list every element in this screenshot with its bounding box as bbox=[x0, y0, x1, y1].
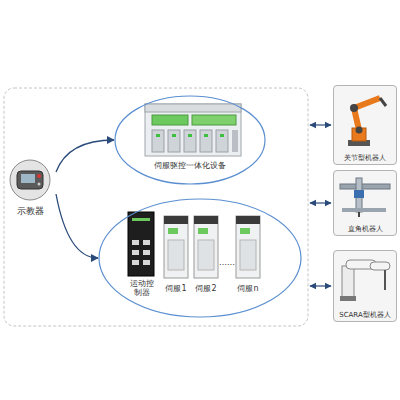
motion-controller-icon bbox=[128, 212, 154, 276]
robot-box: 关节型机器人 bbox=[333, 85, 397, 165]
link-arrow bbox=[56, 140, 114, 172]
device-label: 伺服1 bbox=[162, 284, 190, 293]
device-label: 伺服驱控一体化设备 bbox=[138, 161, 242, 170]
robot-label: 关节型机器人 bbox=[334, 154, 396, 162]
teach-pendant-node: 示教器 bbox=[4, 154, 56, 220]
controller-servo-ellipse: 运动控制器伺服1伺服2 …… 伺服n bbox=[98, 198, 302, 318]
servo-drive-icon bbox=[236, 216, 260, 278]
system-region bbox=[4, 88, 308, 326]
link-arrow bbox=[310, 124, 331, 125]
scara-robot-icon bbox=[340, 260, 390, 301]
integrated-device-icon bbox=[145, 104, 241, 156]
teach-pendant-icon bbox=[10, 160, 50, 200]
ellipse-outline bbox=[98, 198, 302, 318]
ellipse-outline bbox=[114, 95, 266, 185]
cartesian-robot-icon bbox=[340, 178, 390, 217]
robot-label: 直角机器人 bbox=[334, 225, 396, 233]
servo-drive-icon bbox=[194, 216, 218, 278]
servo-drive-icon bbox=[164, 216, 188, 278]
articulated-robot-icon bbox=[348, 98, 386, 146]
device-label: 伺服n bbox=[234, 284, 262, 293]
link-arrow bbox=[56, 194, 98, 258]
link-arrow bbox=[310, 285, 331, 286]
device-label: 运动控制器 bbox=[127, 279, 157, 297]
device-label: 伺服2 bbox=[192, 284, 220, 293]
ellipsis-mark: …… bbox=[218, 258, 236, 267]
robot-label: SCARA型机器人 bbox=[334, 311, 396, 319]
robot-box: 直角机器人 bbox=[333, 170, 397, 236]
link-arrow bbox=[310, 202, 331, 203]
robot-box: SCARA型机器人 bbox=[333, 250, 397, 322]
device-label: 示教器 bbox=[4, 206, 56, 216]
integrated-device-ellipse: 伺服驱控一体化设备 bbox=[114, 95, 266, 185]
